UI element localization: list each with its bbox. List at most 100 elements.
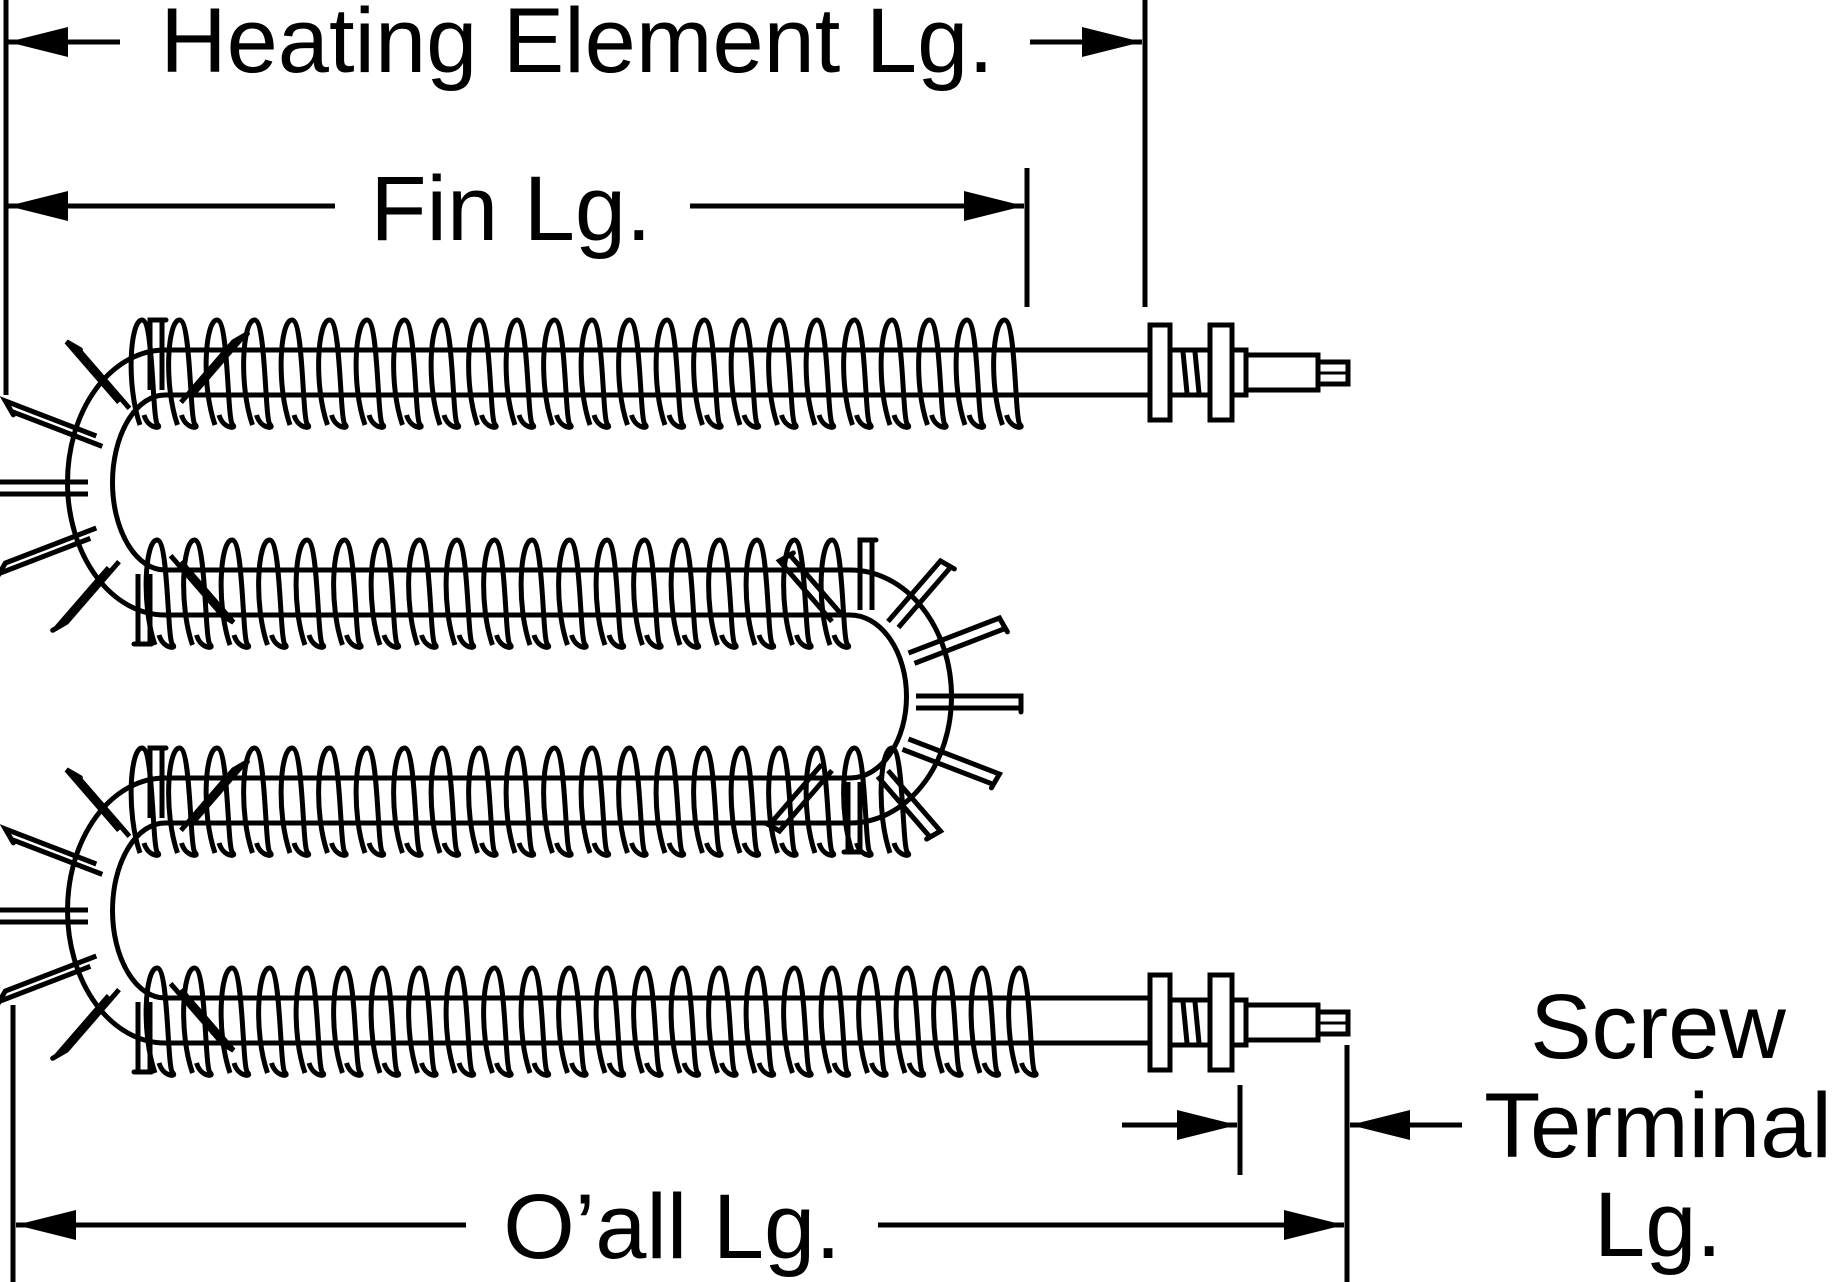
fin xyxy=(653,317,687,430)
fin xyxy=(503,317,537,430)
spiral-fins xyxy=(0,317,1039,1078)
terminal-top-bushing xyxy=(1167,347,1213,398)
fin xyxy=(391,745,424,858)
fin xyxy=(916,317,949,430)
fin xyxy=(368,537,402,650)
bend-fin xyxy=(907,614,1010,666)
fin xyxy=(293,965,327,1078)
tube-bend-inner xyxy=(110,392,166,573)
screw-terminal-label-line3: Lg. xyxy=(1594,1174,1722,1276)
bend-fin xyxy=(857,537,879,610)
bend-fin xyxy=(0,396,104,449)
terminal-top xyxy=(1147,322,1351,423)
fin-length-label: Fin Lg. xyxy=(370,158,651,260)
fin xyxy=(316,317,349,430)
fin xyxy=(443,537,477,650)
bend-fin xyxy=(0,525,98,578)
fin xyxy=(878,745,912,858)
fin xyxy=(166,745,199,858)
fin xyxy=(953,317,987,430)
fin xyxy=(278,745,312,858)
fin xyxy=(241,317,274,430)
fin xyxy=(518,537,552,650)
fin xyxy=(878,317,912,430)
fin xyxy=(766,317,799,430)
fin xyxy=(743,537,777,650)
terminal-bottom-thread xyxy=(1192,1001,1202,1044)
fin xyxy=(841,317,874,430)
fin xyxy=(818,537,852,650)
fin xyxy=(406,537,439,650)
fin xyxy=(406,965,439,1078)
fin xyxy=(443,965,477,1078)
terminal-bottom xyxy=(1147,972,1351,1073)
fin xyxy=(428,317,462,430)
bend-fin xyxy=(0,953,98,1006)
fin xyxy=(541,317,574,430)
bend-fin xyxy=(64,339,132,410)
fin xyxy=(856,965,889,1078)
fin xyxy=(353,317,387,430)
bend-fin xyxy=(168,554,236,625)
dimension-lines xyxy=(3,0,1462,1282)
fin xyxy=(578,317,612,430)
terminal-top-thread xyxy=(1180,351,1190,394)
bend-fin xyxy=(0,479,88,497)
fin xyxy=(616,745,649,858)
fin xyxy=(128,745,162,858)
fin xyxy=(803,317,837,430)
bend-fin xyxy=(775,550,845,624)
fin xyxy=(728,745,762,858)
fin xyxy=(256,537,289,650)
fin xyxy=(181,537,214,650)
fin xyxy=(331,965,364,1078)
overall-length-label: O’all Lg. xyxy=(503,1176,841,1278)
fin xyxy=(691,745,724,858)
tube-bend-inner xyxy=(849,612,909,781)
fin xyxy=(503,745,537,858)
bend-fin xyxy=(901,736,1004,791)
fin xyxy=(968,965,1002,1078)
terminal-top-thread xyxy=(1192,351,1202,394)
fin xyxy=(1006,965,1039,1078)
fin xyxy=(368,965,402,1078)
fin xyxy=(391,317,424,430)
terminal-bottom-bushing xyxy=(1167,997,1213,1048)
fin xyxy=(616,317,649,430)
fin xyxy=(728,317,762,430)
fin xyxy=(578,745,612,858)
fin xyxy=(181,965,214,1078)
fin xyxy=(653,745,687,858)
bend-fin xyxy=(0,824,104,877)
bend-fin xyxy=(179,759,250,832)
bend-fin xyxy=(179,331,250,404)
terminal-bottom-screw xyxy=(1243,1002,1321,1043)
terminal-bottom-nut xyxy=(1207,972,1235,1073)
bend-fin xyxy=(841,782,863,855)
fin xyxy=(428,745,462,858)
fin xyxy=(668,965,702,1078)
bend-fin xyxy=(131,1002,153,1075)
fin xyxy=(518,965,552,1078)
fin xyxy=(668,537,702,650)
fin xyxy=(841,745,874,858)
fin xyxy=(766,745,799,858)
fin xyxy=(331,537,364,650)
terminal-top-washer xyxy=(1147,322,1173,423)
screw-terminal-label-line1: Screw xyxy=(1530,976,1786,1078)
fin xyxy=(481,537,514,650)
fin xyxy=(691,317,724,430)
fin xyxy=(781,965,814,1078)
fin xyxy=(893,965,927,1078)
fin xyxy=(128,317,162,430)
fin xyxy=(166,317,199,430)
terminal-top-screw xyxy=(1243,352,1321,393)
heating-element-length-label: Heating Element Lg. xyxy=(160,0,994,92)
fin xyxy=(466,745,499,858)
tube-bend-inner xyxy=(110,820,166,1001)
terminal-top-nut xyxy=(1207,322,1235,423)
fin xyxy=(466,317,499,430)
fin xyxy=(541,745,574,858)
fin xyxy=(706,965,739,1078)
bend-fin xyxy=(147,317,169,390)
